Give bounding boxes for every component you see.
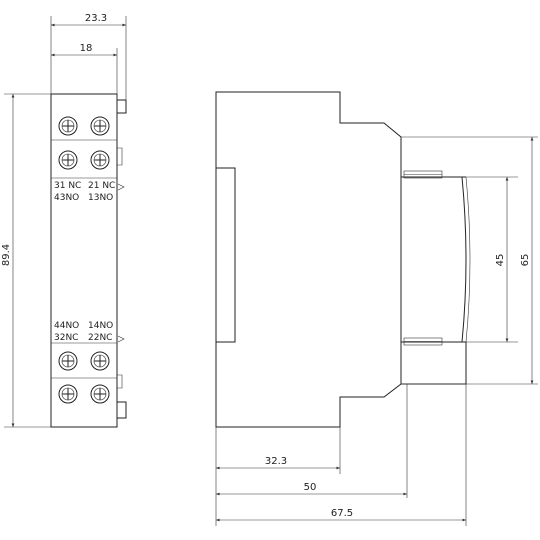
lower-indicator-mark [117, 335, 125, 343]
front-cover-upper [400, 137, 466, 178]
screw-terminal [90, 351, 110, 371]
front-cover-lower [401, 341, 467, 385]
front-top-lip [117, 99, 127, 114]
screw-terminal [90, 150, 110, 170]
dim-18: 18 [80, 43, 93, 54]
side-dimensions: 45 65 32.3 50 67.5 [215, 136, 538, 526]
upper-indicator-mark [117, 183, 125, 191]
screw-terminal [58, 351, 78, 371]
label-43no: 43NO [54, 193, 79, 203]
front-view: 31 NC 21 NC 43NO 13NO 44NO 14NO 32NC 22N… [50, 93, 127, 428]
front-lower-tab [117, 374, 123, 389]
screw-terminal [90, 116, 110, 136]
side-body-outline [215, 91, 402, 428]
label-22nc: 22NC [88, 333, 112, 343]
screw-terminal [58, 116, 78, 136]
front-body-outline [50, 93, 118, 428]
label-13no: 13NO [88, 193, 113, 203]
dim-67-5: 67.5 [331, 508, 353, 519]
front-bottom-lip [117, 401, 127, 419]
front-upper-tab [117, 147, 123, 166]
dim-23-3: 23.3 [85, 13, 107, 24]
screw-terminal [58, 384, 78, 404]
dim-45: 45 [495, 254, 506, 267]
label-31nc: 31 NC [54, 181, 81, 191]
front-face-curve [461, 176, 467, 343]
dim-50: 50 [304, 482, 317, 493]
label-32nc: 32NC [54, 333, 78, 343]
din-rail-clip [216, 167, 236, 343]
screw-terminal [90, 384, 110, 404]
dim-32-3: 32.3 [265, 456, 287, 467]
side-view [215, 91, 471, 428]
screw-terminal [58, 150, 78, 170]
label-21nc: 21 NC [88, 181, 115, 191]
label-14no: 14NO [88, 321, 113, 331]
dim-65: 65 [520, 254, 531, 267]
label-44no: 44NO [54, 321, 79, 331]
dim-89-4: 89.4 [1, 244, 12, 266]
terminal-screws-lower [58, 351, 110, 404]
front-dimensions: 23.3 18 89.4 [1, 13, 127, 428]
terminal-screws-upper [58, 116, 110, 170]
